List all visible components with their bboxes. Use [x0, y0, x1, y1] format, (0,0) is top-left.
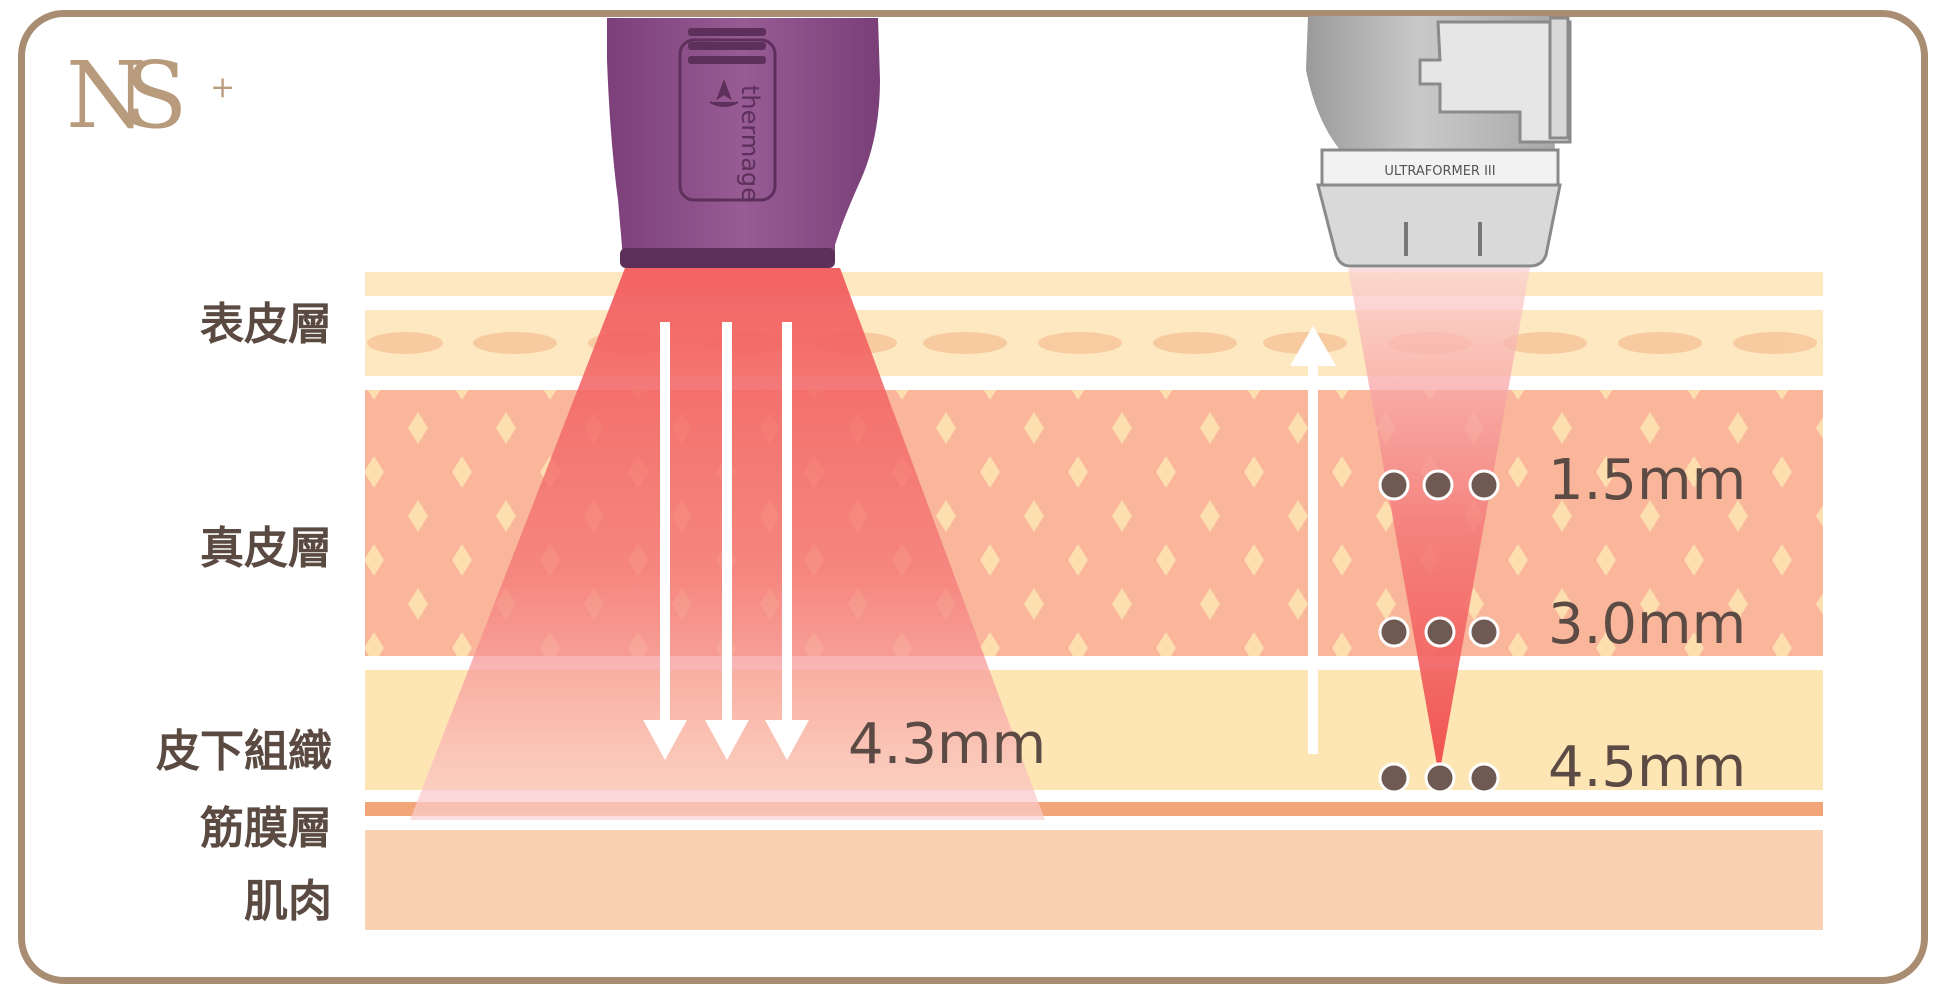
focal-dots-3-0mm [1378, 616, 1500, 648]
ultraformer-hifu-beam [1348, 268, 1530, 776]
focal-dots-1-5mm [1378, 469, 1500, 501]
thermage-logo-icon [709, 79, 739, 107]
depth-label-3-0mm: 3.0mm [1548, 592, 1747, 657]
label-subcutaneous: 皮下組織 [156, 726, 332, 777]
label-dermis: 真皮層 [200, 523, 332, 574]
down-arrow-icon [705, 322, 749, 760]
epidermis-top-band [365, 272, 1823, 296]
thermage-depth-label: 4.3mm [848, 712, 1047, 777]
focal-dots-4-5mm [1378, 762, 1500, 794]
ultraformer-brand-text: ULTRAFORMER III [1384, 164, 1495, 179]
thermage-brand-text: thermage [736, 85, 764, 202]
thermage-arrows [643, 322, 809, 760]
label-muscle: 肌肉 [244, 876, 332, 927]
muscle-layer [365, 830, 1823, 930]
depth-label-1-5mm: 1.5mm [1548, 448, 1747, 513]
up-arrow-icon [1290, 326, 1336, 754]
label-fascia: 筋膜層 [200, 803, 332, 854]
down-arrow-icon [643, 322, 687, 760]
thermage-device: thermage [607, 18, 880, 268]
logo-text: NS [66, 42, 187, 149]
depth-label-4-5mm: 4.5mm [1548, 735, 1747, 800]
ultraformer-device: ULTRAFORMER III [1306, 16, 1572, 268]
label-epidermis: 表皮層 [200, 299, 332, 350]
logo-plus: + [210, 70, 236, 105]
down-arrow-icon [765, 322, 809, 760]
